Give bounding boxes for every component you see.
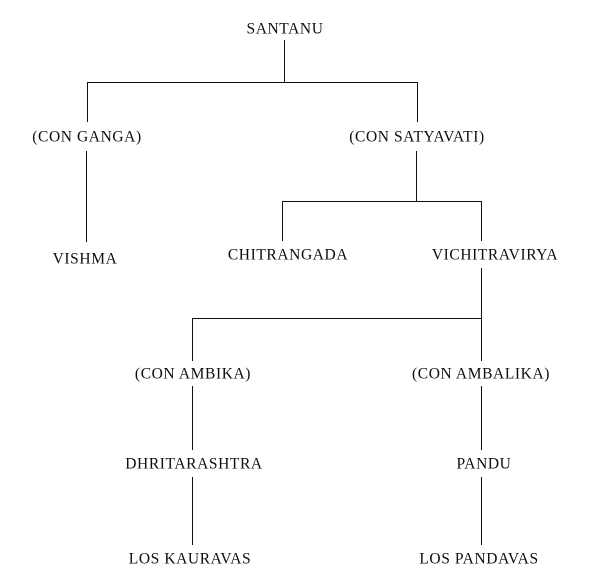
connector-ambika-to-dhritarashtra (192, 386, 193, 450)
connector-ganga-drop (87, 82, 88, 122)
connector-pandu-to-pandavas (481, 477, 482, 545)
connector-wives-bar (192, 318, 482, 319)
tree-node-vishma: VISHMA (52, 250, 118, 268)
connector-santanu-stem (284, 40, 285, 82)
connector-ambalika-to-pandu (481, 386, 482, 450)
tree-node-pandu: PANDU (456, 455, 512, 473)
connector-sons-bar (282, 201, 482, 202)
connector-ambika-drop (192, 318, 193, 361)
connector-vichitravirya-stem (481, 268, 482, 319)
connector-dhritarashtra-to-kauravas (192, 477, 193, 545)
connector-satyavati-stem (416, 151, 417, 201)
tree-node-chitrangada: CHITRANGADA (227, 246, 349, 264)
connector-ambalika-drop (481, 318, 482, 361)
connector-satyavati-drop (417, 82, 418, 122)
tree-node-vichitravirya: VICHITRAVIRYA (431, 246, 559, 264)
tree-node-con-ganga: (CON GANGA) (32, 128, 142, 146)
tree-node-los-kauravas: LOS KAURAVAS (128, 550, 252, 568)
connector-ganga-to-vishma (86, 151, 87, 242)
tree-node-con-satyavati: (CON SATYAVATI) (349, 128, 485, 146)
tree-node-con-ambalika: (CON AMBALIKA) (412, 365, 550, 383)
connector-santanu-bar (87, 82, 418, 83)
connector-vichitravirya-drop (481, 201, 482, 241)
connector-chitrangada-drop (282, 201, 283, 241)
tree-node-los-pandavas: LOS PANDAVAS (419, 550, 539, 568)
tree-node-dhritarashtra: DHRITARASHTRA (125, 455, 263, 473)
tree-node-con-ambika: (CON AMBIKA) (134, 365, 252, 383)
tree-node-santanu: SANTANU (246, 20, 324, 38)
